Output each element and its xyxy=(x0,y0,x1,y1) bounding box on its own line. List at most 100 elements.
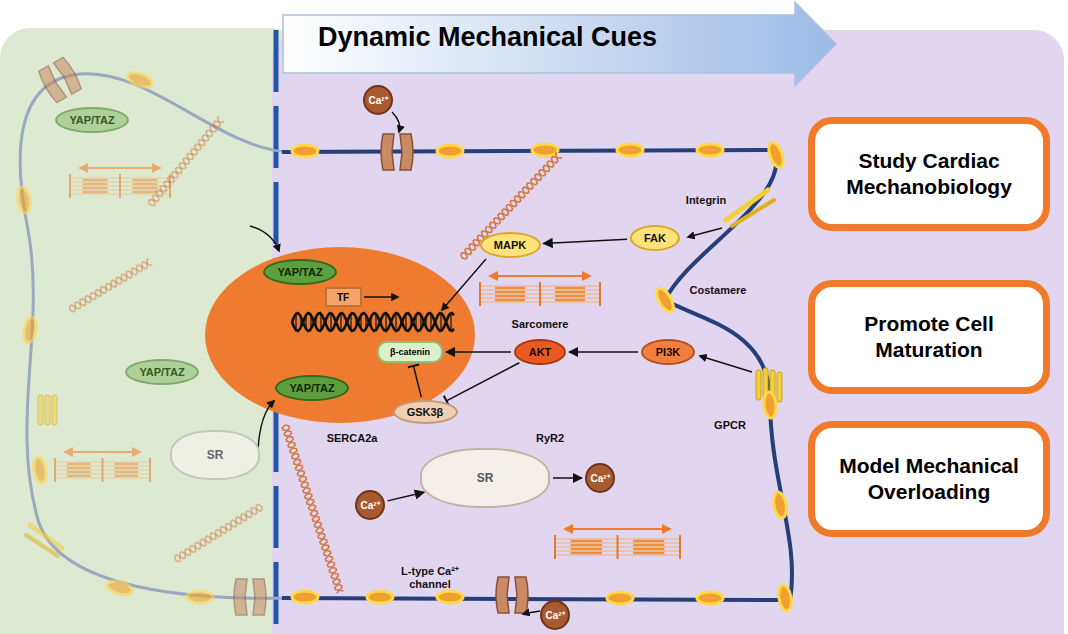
activation-connector xyxy=(553,477,582,479)
dna-helix xyxy=(430,314,431,330)
part-label: SERCA2a xyxy=(327,432,378,444)
gpcr-symbol xyxy=(777,372,782,402)
node-text: YAP/TAZ xyxy=(277,266,322,278)
node-text: Promote Cell Maturation xyxy=(829,311,1029,362)
signal-node: GSK3β xyxy=(393,400,458,424)
node-text: Ca²⁺ xyxy=(590,471,609,485)
sarcomere xyxy=(495,287,525,289)
inhibition-connector xyxy=(446,363,519,401)
signal-node: YAP/TAZ xyxy=(263,259,337,285)
sarcomere xyxy=(633,544,664,546)
integrin-symbol xyxy=(26,535,58,556)
actin-filament xyxy=(175,506,262,562)
costamere-dot xyxy=(106,579,134,597)
sarcomere xyxy=(571,544,602,546)
sarcomere xyxy=(555,287,585,289)
node-text: GSK3β xyxy=(407,406,444,418)
inhibition-connector xyxy=(413,366,421,397)
sarcomere xyxy=(617,535,619,559)
dna-helix xyxy=(292,313,454,331)
sarcomere xyxy=(67,471,91,473)
signal-arrow xyxy=(364,296,398,297)
dna-helix xyxy=(375,314,376,330)
signal-node: FAK xyxy=(630,225,680,251)
sarcomere xyxy=(70,168,170,198)
signal-arrow xyxy=(700,356,752,372)
part-label: Costamere xyxy=(690,284,747,296)
sarcomere xyxy=(67,475,91,477)
integrin-symbol xyxy=(26,525,62,556)
costamere-dot xyxy=(16,186,32,214)
calcium-channel xyxy=(234,579,266,615)
outcome-box: Model Mechanical Overloading xyxy=(808,421,1050,537)
costamere-dot xyxy=(653,286,676,315)
calcium-ion: Ca²⁺ xyxy=(363,85,393,115)
node-text: FAK xyxy=(644,232,666,244)
actin-filament xyxy=(149,117,221,205)
actin-filament xyxy=(70,259,149,312)
sarcoplasmic-reticulum: SR xyxy=(420,448,550,508)
sarcomere xyxy=(495,295,525,297)
node-text: Ca²⁺ xyxy=(545,608,564,622)
cue-arrow xyxy=(283,2,836,86)
sarcomere xyxy=(565,528,670,530)
costamere-dot xyxy=(126,70,155,90)
calcium-channel xyxy=(496,577,528,613)
dna-helix xyxy=(325,319,326,324)
dna-helix xyxy=(350,314,351,330)
signal-arrow xyxy=(250,112,752,614)
sarcomere xyxy=(133,183,158,185)
signal-node: β-catenin xyxy=(377,341,443,363)
sarcomere xyxy=(633,540,664,542)
signal-arrow xyxy=(392,112,400,132)
actin-filament xyxy=(70,117,562,594)
sarcomere xyxy=(555,299,585,301)
costamere-dot xyxy=(437,591,463,603)
costamere-dot xyxy=(532,144,558,156)
node-text: Ca²⁺ xyxy=(368,93,387,107)
sarcomere xyxy=(114,471,138,473)
dna-helix xyxy=(292,313,454,331)
dna-helix xyxy=(395,313,396,331)
gpcr-symbol xyxy=(38,395,57,425)
calcium-channel xyxy=(381,134,413,170)
actin-filament xyxy=(284,425,342,593)
costamere-dot xyxy=(16,70,793,612)
signal-node: YAP/TAZ xyxy=(55,107,129,133)
integrin-symbol xyxy=(30,525,62,548)
costamere-dot xyxy=(607,592,633,604)
signal-node: MAPK xyxy=(480,232,541,258)
dna-helix xyxy=(410,317,411,327)
part-label: Integrin xyxy=(686,194,726,206)
costamere-dot xyxy=(292,591,318,603)
dna-helix xyxy=(370,317,371,327)
nucleus xyxy=(205,247,475,423)
gpcr-symbol xyxy=(45,395,50,425)
sarcomere xyxy=(119,174,121,198)
signal-node: PI3K xyxy=(641,339,695,365)
costamere-dot xyxy=(697,144,723,156)
signal-node: YAP/TAZ xyxy=(125,359,199,385)
part-label: GPCR xyxy=(714,419,746,431)
calcium-channel xyxy=(496,577,528,613)
sarcomere xyxy=(55,168,680,559)
sarcomere xyxy=(67,467,91,469)
sarcomere xyxy=(80,167,160,169)
node-text: YAP/TAZ xyxy=(139,366,184,378)
sarcomere xyxy=(133,187,158,189)
calcium-ion: Ca²⁺ xyxy=(585,463,615,493)
sarcomere xyxy=(102,458,104,482)
node-text: MAPK xyxy=(494,239,526,251)
node-text: YAP/TAZ xyxy=(69,114,114,126)
actin-filament xyxy=(282,425,343,591)
activation-connector xyxy=(569,351,638,353)
sarcomere xyxy=(571,540,602,542)
costamere-dot xyxy=(437,145,463,157)
calcium-channel xyxy=(234,579,266,615)
dna-helix xyxy=(450,313,451,331)
signal-arrow xyxy=(442,259,486,310)
part-label: Sarcomere xyxy=(512,318,569,330)
costamere-dot xyxy=(292,145,318,157)
dna-helix xyxy=(330,313,331,331)
